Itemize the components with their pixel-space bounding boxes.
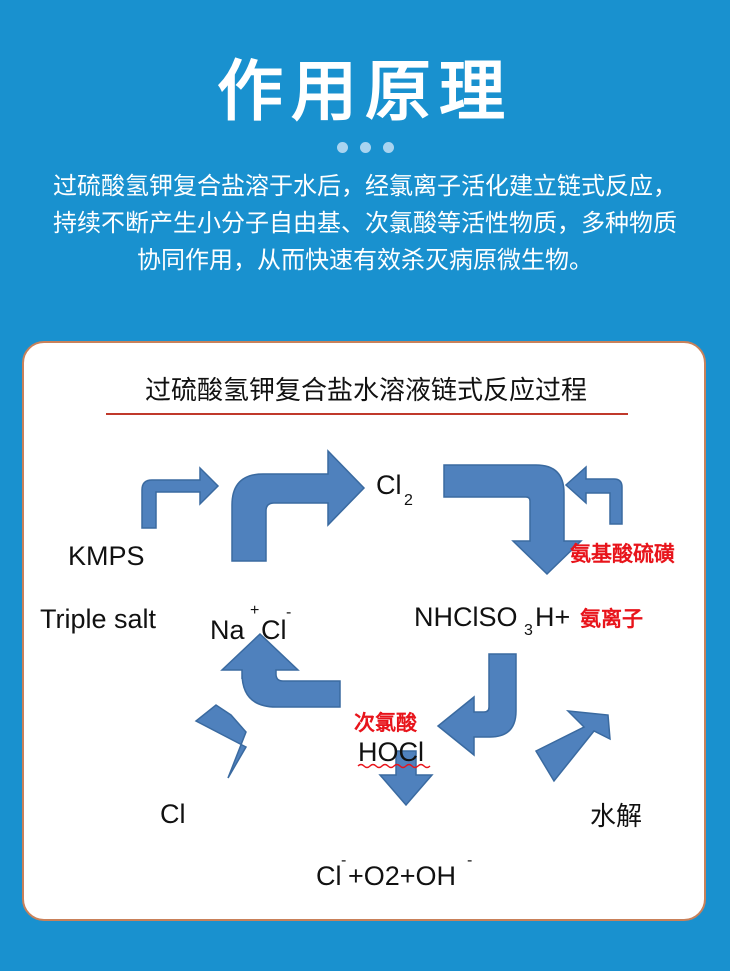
dot-icon — [382, 142, 394, 153]
diagonal-arrow-left — [194, 704, 248, 779]
cl-left-label: Cl — [160, 799, 186, 829]
decorative-dots — [0, 138, 730, 157]
reaction-diagram: .ar { fill: #4f81bd; stroke: #3a6aa0; st… — [40, 376, 675, 891]
cl-ion-charge: - — [286, 604, 291, 621]
diagram-card: .ar { fill: #4f81bd; stroke: #3a6aa0; st… — [22, 341, 706, 921]
na-label: Na — [210, 615, 245, 645]
na-charge: + — [250, 602, 259, 619]
products-cl: Cl — [316, 861, 342, 891]
nhclso3h-label: NHClSO — [414, 602, 518, 632]
dot-icon — [359, 142, 371, 153]
cl-ion-label: Cl — [261, 615, 287, 645]
small-up-left-arrow — [564, 465, 623, 525]
page-title: 作用原理 — [217, 53, 513, 130]
nhclso3h-subscript: 3 — [524, 622, 533, 639]
intro-text: 过硫酸氢钾复合盐溶于水后，经氯离子活化建立链式反应，持续不断产生小分子自由基、次… — [53, 172, 677, 274]
diagonal-arrow-right — [534, 710, 611, 783]
cl2-subscript: 2 — [404, 492, 413, 509]
hocl-label: HOCl — [358, 737, 424, 767]
products-cl-charge: - — [341, 852, 346, 869]
triple-salt-label: Triple salt — [40, 604, 157, 634]
nhclso3h-label-end: H+ — [535, 602, 570, 632]
cl2-label: Cl — [376, 470, 402, 500]
products-rest: +O2+OH — [348, 861, 456, 891]
spellcheck-underline — [357, 763, 431, 769]
hydrolysis-label: 水解 — [590, 802, 642, 832]
small-up-right-arrow — [141, 466, 220, 529]
hypochlorous-cn-label: 次氯酸 — [354, 711, 418, 735]
dot-icon — [336, 142, 348, 153]
sulfamic-acid-label: 氨基酸硫磺 — [570, 542, 675, 566]
big-right-down-arrow — [443, 464, 583, 576]
ammonium-ion-label: 氨离子 — [580, 607, 643, 631]
big-down-left-arrow — [436, 653, 517, 757]
big-up-right-arrow — [231, 449, 366, 562]
kmps-label: KMPS — [68, 541, 145, 571]
products-oh-charge: - — [467, 852, 472, 869]
diagram-title: 过硫酸氢钾复合盐水溶液链式反应过程 — [145, 376, 587, 406]
big-left-up-arrow — [220, 632, 341, 708]
down-arrow — [378, 750, 434, 807]
